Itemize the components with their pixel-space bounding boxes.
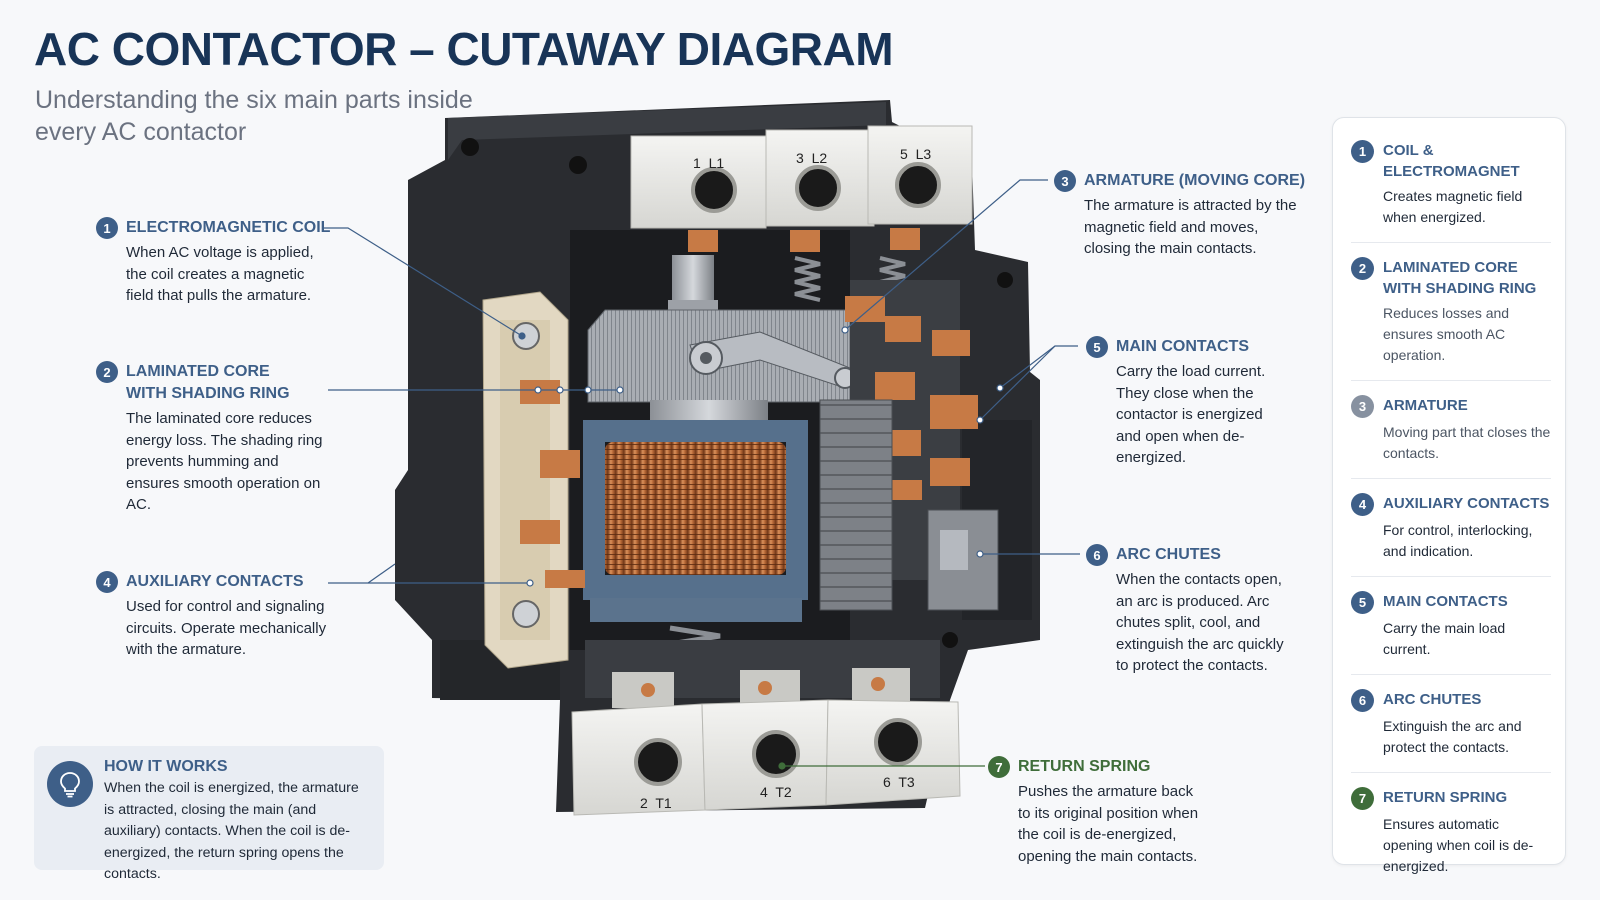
callout-title: AUXILIARY CONTACTS — [126, 573, 304, 590]
legend-text: Creates magnetic field when energized. — [1383, 188, 1523, 225]
callout-electromagnetic-coil: 1 ELECTROMAGNETIC COIL When AC voltage is… — [96, 217, 356, 307]
callout-auxiliary-contacts: 4 AUXILIARY CONTACTS Used for control and… — [96, 571, 346, 661]
legend-item: 1 COIL & ELECTROMAGNET Creates magnetic f… — [1351, 140, 1551, 243]
callout-text: The armature is attracted by the magneti… — [1084, 197, 1297, 257]
legend-item: 7 RETURN SPRING Ensures automatic opening… — [1351, 787, 1551, 891]
badge-6: 6 — [1086, 544, 1108, 566]
legend-title: MAIN CONTACTS — [1383, 593, 1508, 610]
terminal-label-l1: 1 L1 — [693, 155, 724, 171]
coil-winding — [605, 442, 786, 575]
callout-title: ARC CHUTES — [1116, 546, 1221, 563]
callout-text: Carry the load current. They close when … — [1116, 363, 1266, 466]
terminal-label-t3: 6 T3 — [883, 774, 915, 790]
callout-text: When the contacts open, an arc is produc… — [1116, 571, 1284, 674]
callout-title: ELECTROMAGNETIC COIL — [126, 219, 331, 236]
legend-badge: 5 — [1351, 591, 1374, 614]
callout-title: RETURN SPRING — [1018, 758, 1151, 775]
callout-text: Used for control and signaling circuits.… — [126, 598, 327, 658]
callout-text: The laminated core reduces energy loss. … — [126, 410, 323, 513]
legend-item: 3 ARMATURE Moving part that closes the co… — [1351, 395, 1551, 479]
legend-item: 2 LAMINATED CORE WITH SHADING RING Reduce… — [1351, 257, 1551, 381]
terminal-label-l2: 3 L2 — [796, 150, 827, 166]
callout-title: LAMINATED CORE WITH SHADING RING — [126, 363, 290, 402]
legend-badge: 6 — [1351, 689, 1374, 712]
legend-text: Reduces losses and ensures smooth AC ope… — [1383, 305, 1510, 363]
badge-3: 3 — [1054, 170, 1076, 192]
leader-armature — [844, 179, 1048, 331]
leader-coil — [322, 227, 523, 337]
legend-badge: 2 — [1351, 257, 1374, 280]
callout-main-contacts: 5 MAIN CONTACTS Carry the load current. T… — [1086, 336, 1286, 469]
auxiliary-contact-block — [482, 291, 585, 669]
bottom-terminal-block — [571, 640, 961, 816]
legend-title: COIL & ELECTROMAGNET — [1383, 142, 1520, 180]
callout-text: When AC voltage is applied, the coil cre… — [126, 244, 314, 304]
terminal-label-t1: 2 T1 — [640, 795, 672, 811]
legend-badge: 1 — [1351, 140, 1374, 163]
how-it-works-title: HOW IT WORKS — [104, 758, 228, 775]
badge-2: 2 — [96, 361, 118, 383]
legend-text: Carry the main load current. — [1383, 620, 1506, 657]
legend-title: ARC CHUTES — [1383, 691, 1482, 708]
callout-armature: 3 ARMATURE (MOVING CORE) The armature is … — [1054, 170, 1314, 260]
page-subtitle: Understanding the six main parts inside … — [35, 86, 473, 146]
how-it-works-text: When the coil is energized, the armature… — [104, 780, 359, 882]
legend-badge: 7 — [1351, 787, 1374, 810]
terminal-label-l3: 5 L3 — [900, 146, 931, 162]
badge-1: 1 — [96, 217, 118, 239]
legend-badge: 3 — [1351, 395, 1374, 418]
callout-title: MAIN CONTACTS — [1116, 338, 1250, 355]
top-terminal-block — [630, 125, 973, 229]
terminal-label-t2: 4 T2 — [760, 784, 792, 800]
legend-text: For control, interlocking, and indicatio… — [1383, 522, 1533, 559]
legend-text: Ensures automatic opening when coil is d… — [1383, 816, 1534, 874]
lightbulb-icon — [47, 761, 93, 807]
legend-title: RETURN SPRING — [1383, 789, 1508, 806]
callout-text: Pushes the armature back to its original… — [1018, 783, 1199, 865]
page-title: AC CONTACTOR – CUTAWAY DIAGRAM — [34, 23, 894, 75]
callout-title: ARMATURE (MOVING CORE) — [1084, 172, 1306, 189]
legend-item: 5 MAIN CONTACTS Carry the main load curre… — [1351, 591, 1551, 675]
legend-title: LAMINATED CORE WITH SHADING RING — [1383, 259, 1537, 297]
legend-title: ARMATURE — [1383, 397, 1468, 414]
arc-chutes — [819, 399, 893, 611]
legend-text: Extinguish the arc and protect the conta… — [1383, 718, 1522, 755]
legend-badge: 4 — [1351, 493, 1374, 516]
callout-laminated-core: 2 LAMINATED CORE WITH SHADING RING The la… — [96, 361, 336, 516]
how-it-works-box: HOW IT WORKS When the coil is energized,… — [34, 746, 384, 882]
badge-4: 4 — [96, 571, 118, 593]
legend-item: 6 ARC CHUTES Extinguish the arc and prote… — [1351, 689, 1551, 773]
legend-text: Moving part that closes the contacts. — [1383, 424, 1551, 461]
legend-item: 4 AUXILIARY CONTACTS For control, interlo… — [1351, 493, 1551, 577]
main-contacts-block — [845, 280, 978, 580]
legend-panel: 1 COIL & ELECTROMAGNET Creates magnetic f… — [1332, 117, 1566, 874]
callout-return-spring: 7 RETURN SPRING Pushes the armature back … — [988, 756, 1208, 867]
legend-title: AUXILIARY CONTACTS — [1383, 495, 1550, 512]
badge-5: 5 — [1086, 336, 1108, 358]
badge-7: 7 — [988, 756, 1010, 778]
callout-arc-chutes: 6 ARC CHUTES When the contacts open, an a… — [1086, 544, 1296, 677]
